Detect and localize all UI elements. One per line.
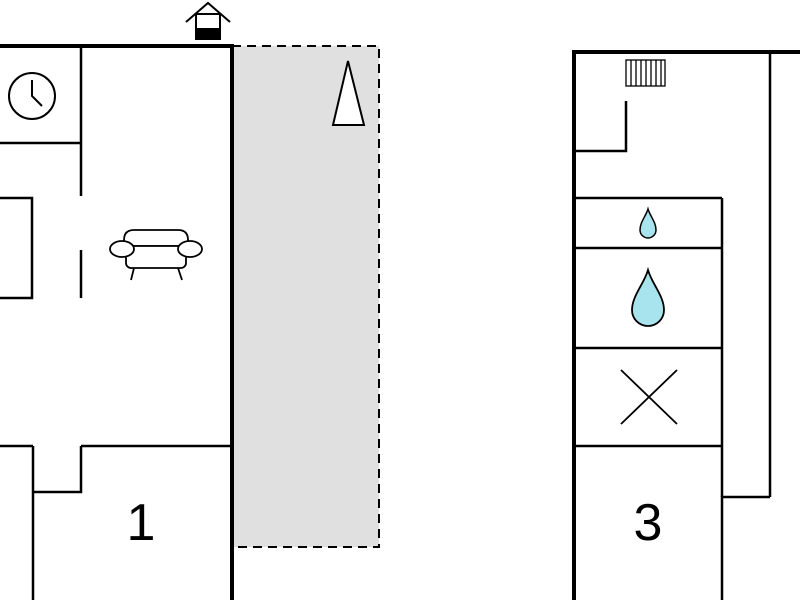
sofa-icon [109, 229, 203, 281]
water-drop-large-icon [631, 266, 665, 327]
entrance-house-icon [185, 1, 231, 40]
room-label-1: 1 [126, 494, 156, 552]
left-building [0, 44, 234, 600]
north-arrow-icon [331, 60, 366, 126]
right-building [572, 50, 800, 600]
clock-icon [8, 72, 56, 120]
room-label-3: 3 [633, 494, 663, 552]
terrace-area [231, 45, 380, 548]
radiator-icon [625, 59, 666, 87]
water-drop-small-icon [639, 206, 657, 239]
cross-icon [620, 369, 678, 425]
